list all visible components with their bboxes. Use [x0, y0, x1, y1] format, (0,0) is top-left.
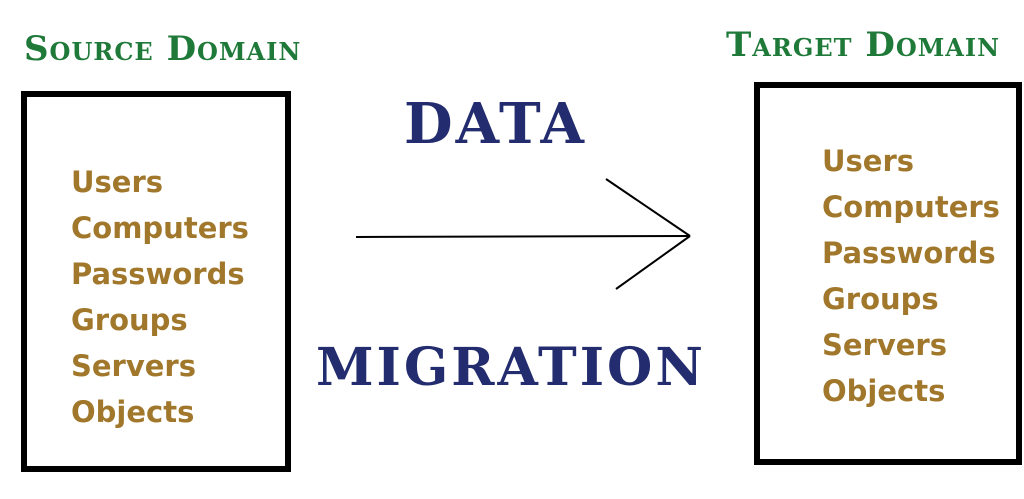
- process-word-migration: MIGRATION: [316, 337, 706, 398]
- source-domain-box: Users Computers Passwords Groups Servers…: [21, 91, 291, 472]
- target-domain-title: Target Domain: [726, 25, 1001, 65]
- target-item-groups: Groups: [822, 282, 939, 316]
- source-item-computers: Computers: [71, 211, 249, 245]
- target-item-computers: Computers: [822, 190, 1000, 224]
- migration-arrow-icon: [355, 178, 691, 290]
- source-item-users: Users: [71, 165, 164, 199]
- target-item-servers: Servers: [822, 328, 947, 362]
- source-item-groups: Groups: [71, 303, 188, 337]
- target-item-users: Users: [822, 144, 915, 178]
- arrow-shaft: [355, 235, 691, 238]
- target-item-passwords: Passwords: [822, 236, 996, 270]
- source-item-list: Users Computers Passwords Groups Servers…: [71, 159, 249, 435]
- target-item-list: Users Computers Passwords Groups Servers…: [822, 138, 1000, 414]
- process-word-data: DATA: [404, 91, 588, 157]
- source-item-passwords: Passwords: [71, 257, 245, 291]
- arrow-head-lower: [615, 235, 691, 290]
- target-domain-box: Users Computers Passwords Groups Servers…: [754, 82, 1022, 465]
- source-item-servers: Servers: [71, 349, 196, 383]
- target-item-objects: Objects: [822, 374, 946, 408]
- arrow-head-upper: [605, 178, 691, 237]
- source-domain-title: Source Domain: [24, 29, 302, 69]
- source-item-objects: Objects: [71, 395, 195, 429]
